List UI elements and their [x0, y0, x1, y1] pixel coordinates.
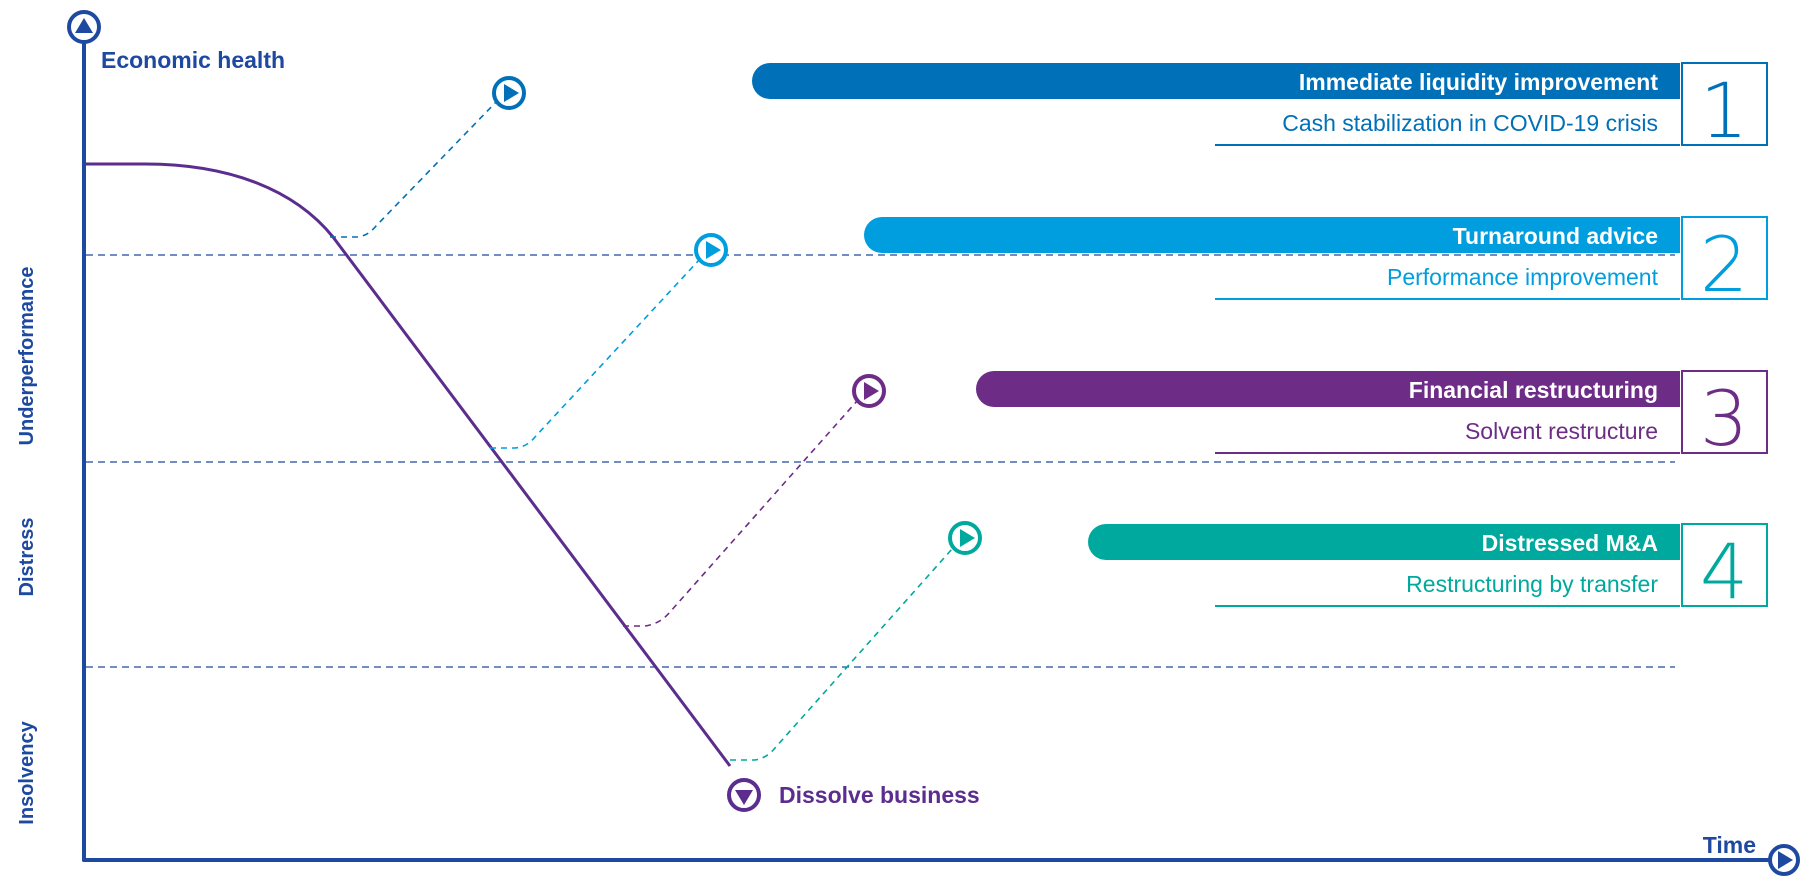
zone-label-insolvency: Insolvency: [16, 720, 38, 824]
stage-2-number: 2: [1700, 220, 1748, 309]
stage-1-subtitle: Cash stabilization in COVID-19 crisis: [1282, 110, 1658, 136]
stage-4-title-bar: [1088, 524, 1680, 560]
stage-4-panel: Distressed M&A Restructuring by transfer…: [1088, 523, 1768, 616]
axes: [82, 40, 1777, 862]
y-axis-label: Economic health: [101, 47, 285, 73]
stage-3-title: Financial restructuring: [1409, 377, 1658, 403]
dissolve-business-label: Dissolve business: [779, 782, 980, 808]
decline-curve: [86, 162, 732, 767]
zone-label-underperformance: Underperformance: [16, 267, 38, 446]
stage-4-marker-icon: [948, 521, 982, 555]
stage-3-panel: Financial restructuring Solvent restruct…: [976, 370, 1768, 463]
stage-3-title-bar: [976, 371, 1680, 407]
stage-1-marker-icon: [492, 76, 526, 110]
stage-4-number-box: [1681, 523, 1768, 607]
intervention-path-1: [330, 99, 499, 238]
stage-1-number-box: [1681, 62, 1768, 146]
stage-3-marker-icon: [852, 374, 886, 408]
stage-3-subtitle: Solvent restructure: [1465, 418, 1658, 444]
stage-1-panel: Immediate liquidity improvement Cash sta…: [752, 62, 1768, 155]
intervention-paths: [330, 99, 953, 761]
y-axis-arrow-icon: [67, 10, 101, 44]
stage-1-title: Immediate liquidity improvement: [1299, 69, 1658, 95]
zone-label-distress: Distress: [16, 518, 38, 597]
stage-3-number: 3: [1700, 374, 1748, 463]
x-axis-label: Time: [1703, 832, 1756, 858]
stage-4-subtitle: Restructuring by transfer: [1406, 571, 1658, 597]
stage-4-title: Distressed M&A: [1482, 530, 1658, 556]
stage-1-title-bar: [752, 63, 1680, 99]
intervention-path-2: [490, 258, 701, 449]
stage-2-panel: Turnaround advice Performance improvemen…: [864, 216, 1768, 309]
x-axis-arrow-icon: [1768, 844, 1800, 876]
stage-2-subtitle: Performance improvement: [1387, 264, 1659, 290]
intervention-path-4: [730, 548, 953, 761]
zone-threshold-lines: [86, 254, 1675, 668]
stage-2-marker-icon: [694, 233, 728, 267]
stage-3-number-box: [1681, 370, 1768, 454]
dissolve-marker-icon: [727, 778, 761, 812]
stage-2-title: Turnaround advice: [1453, 223, 1658, 249]
stage-4-number: 4: [1700, 527, 1748, 616]
intervention-path-3: [623, 400, 858, 627]
stage-2-number-box: [1681, 216, 1768, 300]
stage-2-title-bar: [864, 217, 1680, 253]
stage-1-number: 1: [1700, 66, 1748, 155]
